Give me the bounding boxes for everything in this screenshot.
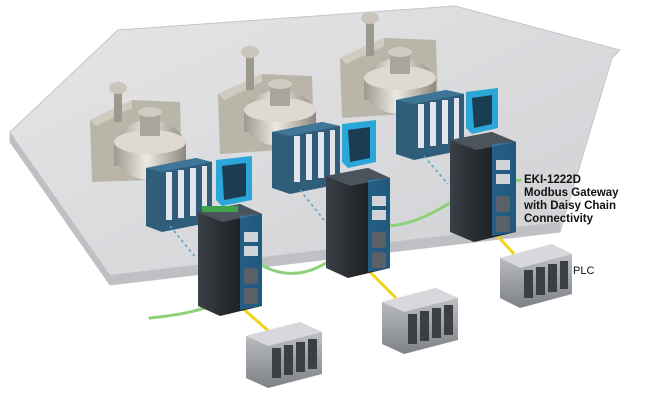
gateway-3 (450, 132, 516, 242)
callout-line-type: Modbus Gateway (524, 187, 619, 199)
control-rack (396, 90, 464, 160)
reactor-pipe (246, 50, 254, 90)
product-callout: EKI-1222D Modbus Gateway with Daisy Chai… (524, 174, 619, 226)
plc-1 (246, 322, 322, 388)
station-1 (90, 82, 252, 232)
station-2 (218, 46, 376, 194)
io-module (216, 156, 252, 206)
gateway-2 (326, 168, 390, 278)
station-3 (340, 12, 498, 160)
control-rack (272, 122, 340, 194)
reactor-pipe (366, 16, 374, 56)
control-rack (146, 158, 212, 232)
callout-line-feature: with Daisy Chain (524, 200, 617, 212)
gateway-1 (198, 204, 262, 316)
plc-label: PLC (573, 265, 595, 277)
callout-line-model: EKI-1222D (524, 174, 581, 186)
io-module (342, 120, 376, 168)
plc-2 (382, 288, 458, 354)
plc-3 (500, 244, 572, 308)
reactor-pipe (114, 86, 122, 122)
io-module (466, 88, 498, 134)
callout-line-feature-2: Connectivity (524, 213, 594, 225)
rack-links (169, 155, 449, 259)
floor-edge (10, 132, 560, 285)
